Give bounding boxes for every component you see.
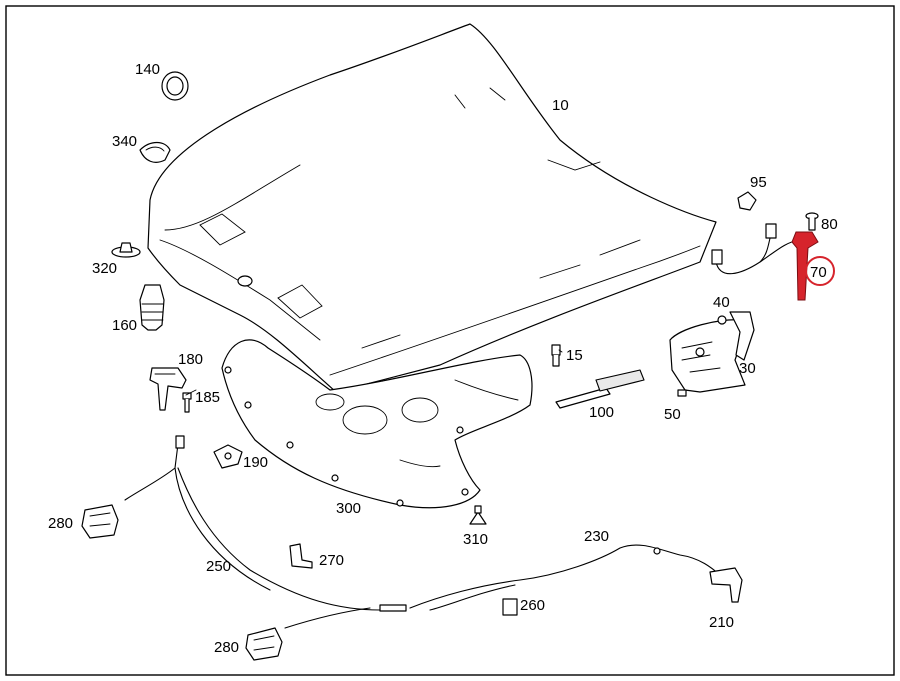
label-340: 340 xyxy=(112,133,137,150)
part-185-bolt[interactable] xyxy=(182,392,192,413)
label-280-left: 280 xyxy=(48,515,73,532)
part-300-insulation-mat[interactable] xyxy=(221,339,533,509)
part-320-clip[interactable] xyxy=(111,242,141,258)
part-30-lock[interactable] xyxy=(669,319,746,393)
part-250-release-cable[interactable] xyxy=(124,435,407,629)
label-310: 310 xyxy=(463,531,488,548)
diagram-frame xyxy=(5,5,895,676)
label-80: 80 xyxy=(821,216,838,233)
label-260: 260 xyxy=(520,597,545,614)
part-260-clip[interactable] xyxy=(502,598,518,616)
label-320: 320 xyxy=(92,260,117,277)
part-160-bump-stop[interactable] xyxy=(139,284,165,331)
label-50: 50 xyxy=(664,406,681,423)
part-140-emblem-ring[interactable] xyxy=(161,71,189,101)
label-140: 140 xyxy=(135,61,160,78)
label-250: 250 xyxy=(206,558,231,575)
part-95-clip[interactable] xyxy=(737,191,757,211)
part-180-bracket[interactable] xyxy=(149,367,187,411)
part-50-bolt[interactable] xyxy=(677,389,687,397)
label-15: 15 xyxy=(566,347,583,364)
label-10: 10 xyxy=(552,97,569,114)
label-190: 190 xyxy=(243,454,268,471)
part-190-guide[interactable] xyxy=(213,444,243,469)
leader-lines xyxy=(185,349,563,396)
part-10-bonnet[interactable] xyxy=(147,23,717,393)
part-230-release-cable[interactable] xyxy=(409,544,721,611)
label-280-bottom: 280 xyxy=(214,639,239,656)
part-280-latch-left[interactable] xyxy=(81,504,119,539)
part-280-latch-bottom[interactable] xyxy=(245,627,283,661)
part-100-gas-strut[interactable] xyxy=(555,369,645,409)
part-340-seal[interactable] xyxy=(139,141,171,163)
label-185: 185 xyxy=(195,389,220,406)
label-160: 160 xyxy=(112,317,137,334)
label-270: 270 xyxy=(319,552,344,569)
label-70: 70 xyxy=(810,264,827,281)
callout-labels: 10 140 340 320 160 180 185 190 300 310 1… xyxy=(48,61,838,656)
label-40: 40 xyxy=(713,294,730,311)
part-210-release-handle[interactable] xyxy=(709,567,743,603)
label-230: 230 xyxy=(584,528,609,545)
part-40-bracket[interactable] xyxy=(717,311,755,361)
label-100: 100 xyxy=(589,404,614,421)
label-180: 180 xyxy=(178,351,203,368)
label-95: 95 xyxy=(750,174,767,191)
part-70-bonnet-switch[interactable] xyxy=(711,223,819,301)
part-70-highlight-ring xyxy=(805,256,835,286)
part-80-screw[interactable] xyxy=(805,212,819,231)
label-300: 300 xyxy=(336,500,361,517)
label-30: 30 xyxy=(739,360,756,377)
label-210: 210 xyxy=(709,614,734,631)
part-270-holder[interactable] xyxy=(289,543,313,569)
part-15-ball-stud[interactable] xyxy=(551,344,561,367)
part-310-grommet[interactable] xyxy=(469,505,487,525)
